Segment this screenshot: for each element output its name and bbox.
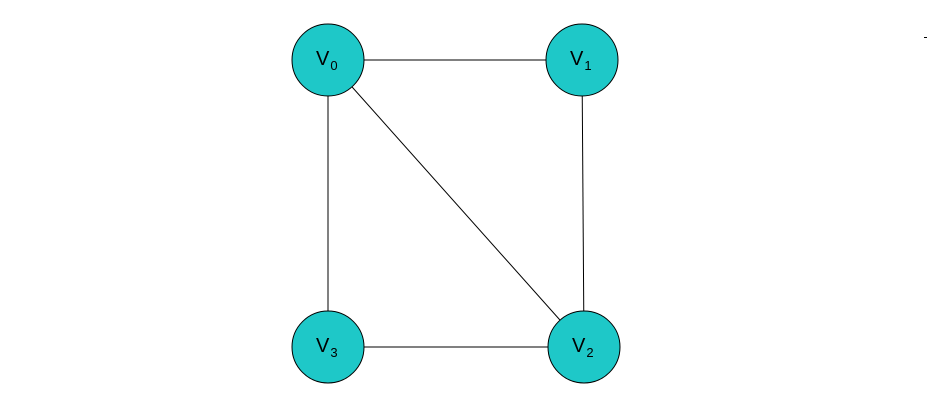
node-label-base-v3: V (316, 335, 330, 357)
node-label-v3: V3 (316, 335, 338, 360)
edge-v0-v2 (327, 59, 585, 348)
node-circle-v0 (291, 23, 365, 97)
node-label-base-v1: V (570, 48, 584, 70)
node-label-sub-v1: 1 (584, 58, 591, 73)
node-label-base-v2: V (572, 335, 586, 357)
edges-layer (327, 59, 585, 348)
node-label-v0: V0 (316, 48, 338, 73)
node-v0: V0 (291, 23, 365, 97)
node-v1: V1 (545, 23, 619, 97)
node-circle-v3 (291, 310, 365, 384)
edge-v1-v2 (581, 59, 585, 348)
node-label-base-v0: V (316, 48, 330, 70)
node-label-sub-v0: 0 (330, 58, 337, 73)
node-v2: V2 (547, 310, 621, 384)
node-label-v2: V2 (572, 335, 594, 360)
node-circle-v2 (547, 310, 621, 384)
node-label-sub-v3: 3 (330, 345, 337, 360)
node-circle-v1 (545, 23, 619, 97)
node-label-v1: V1 (570, 48, 592, 73)
node-label-sub-v2: 2 (586, 345, 593, 360)
node-v3: V3 (291, 310, 365, 384)
stray-dash-mark (924, 37, 927, 38)
